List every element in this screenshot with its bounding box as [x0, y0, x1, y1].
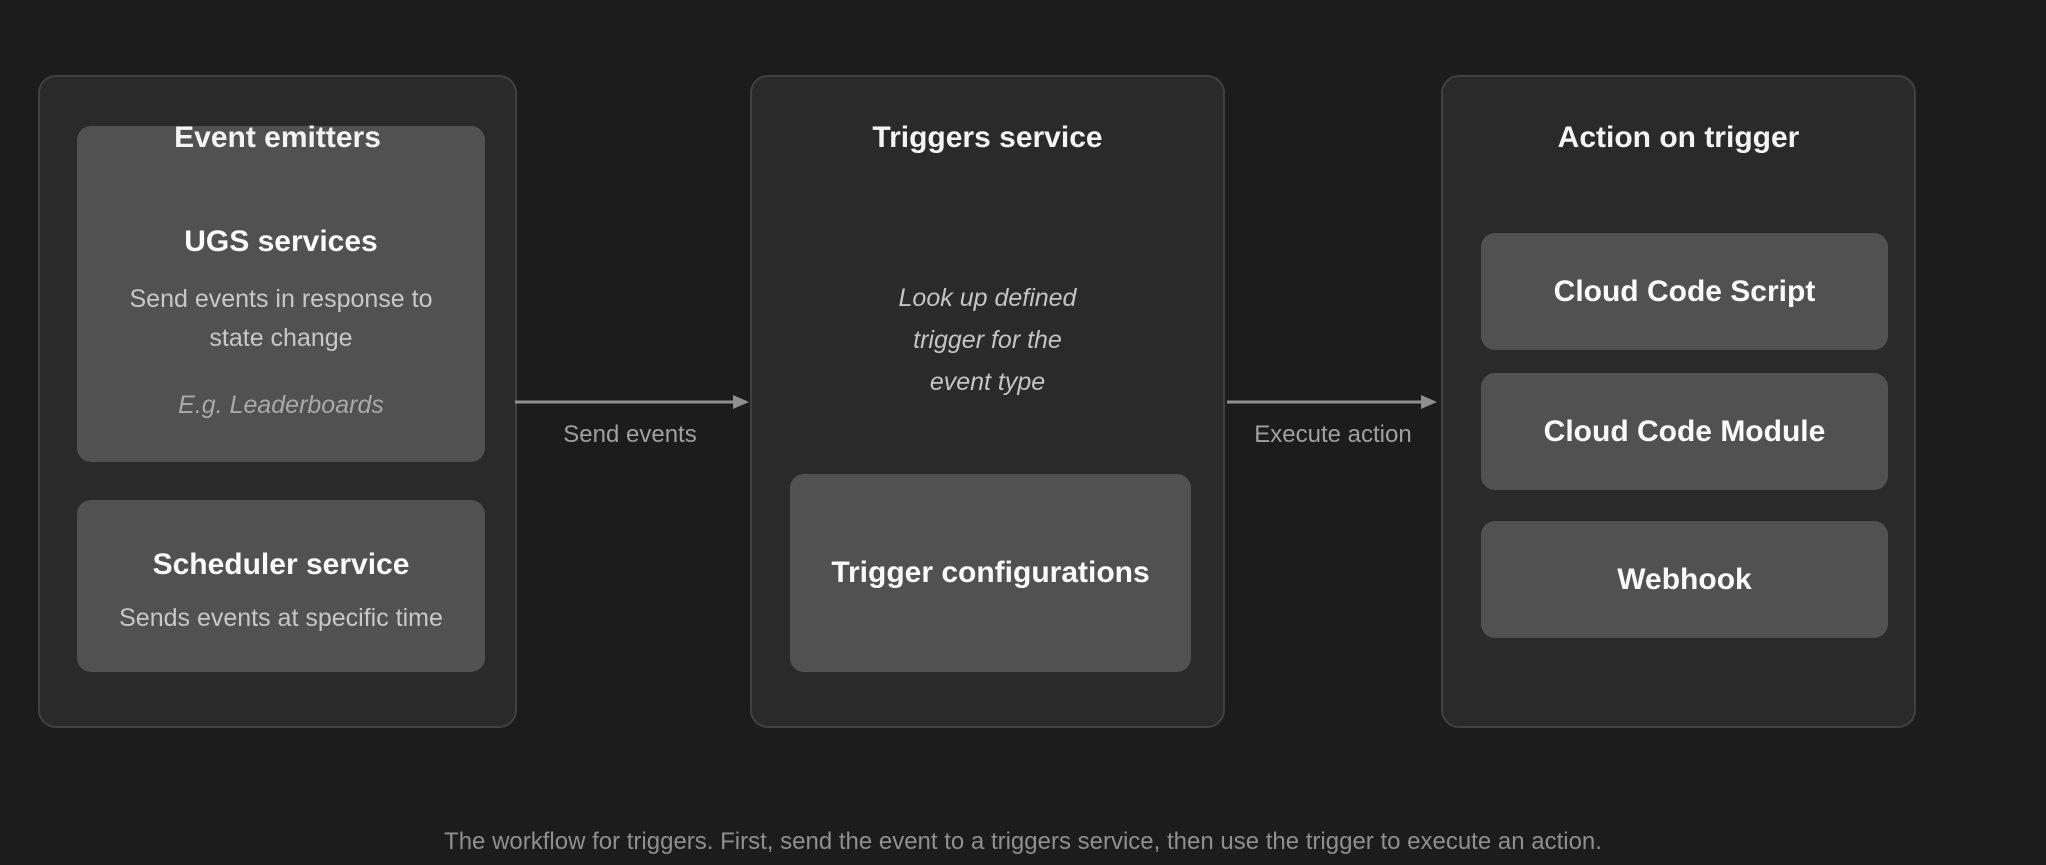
- node-title-ugs-services: UGS services: [184, 225, 378, 258]
- triggers-service-note: Look up defined trigger for the event ty…: [752, 277, 1223, 403]
- note-line: Look up defined: [898, 284, 1077, 312]
- node-description-line: state change: [209, 324, 353, 352]
- panel-triggers-service: Triggers service Look up defined trigger…: [750, 75, 1225, 728]
- arrow-label-execute-action: Execute action: [1254, 421, 1412, 448]
- node-scheduler-service: Scheduler service Sends events at specif…: [77, 500, 485, 672]
- node-title-webhook: Webhook: [1617, 562, 1752, 596]
- node-title-scheduler-service: Scheduler service: [152, 548, 410, 581]
- panel-event-emitters: Event emitters UGS services Send events …: [38, 75, 517, 728]
- node-trigger-configurations: Trigger configurations: [790, 474, 1191, 672]
- node-cloud-code-module: Cloud Code Module: [1481, 373, 1888, 490]
- node-title-cloud-code-module: Cloud Code Module: [1543, 414, 1826, 448]
- node-description-line: Send events in response to: [129, 285, 433, 313]
- panel-title-action-on-trigger: Action on trigger: [1557, 121, 1800, 154]
- node-description-line: Sends events at specific time: [119, 604, 443, 632]
- note-line: trigger for the: [913, 326, 1062, 354]
- node-cloud-code-script: Cloud Code Script: [1481, 233, 1888, 350]
- arrow-right-icon: [515, 395, 749, 409]
- diagram-caption: The workflow for triggers. First, send t…: [444, 828, 1602, 855]
- panel-title-triggers-service: Triggers service: [872, 121, 1103, 154]
- note-line: event type: [929, 368, 1046, 396]
- node-webhook: Webhook: [1481, 521, 1888, 638]
- node-example-text: E.g. Leaderboards: [178, 391, 384, 419]
- panel-action-on-trigger: Action on trigger Cloud Code Script Clou…: [1441, 75, 1916, 728]
- panel-title-event-emitters: Event emitters: [174, 121, 381, 154]
- arrow-right-icon: [1227, 395, 1437, 409]
- node-ugs-services: UGS services Send events in response to …: [77, 126, 485, 462]
- node-title-trigger-configurations: Trigger configurations: [831, 556, 1150, 589]
- node-title-cloud-code-script: Cloud Code Script: [1553, 274, 1816, 308]
- arrow-label-send-events: Send events: [563, 421, 697, 448]
